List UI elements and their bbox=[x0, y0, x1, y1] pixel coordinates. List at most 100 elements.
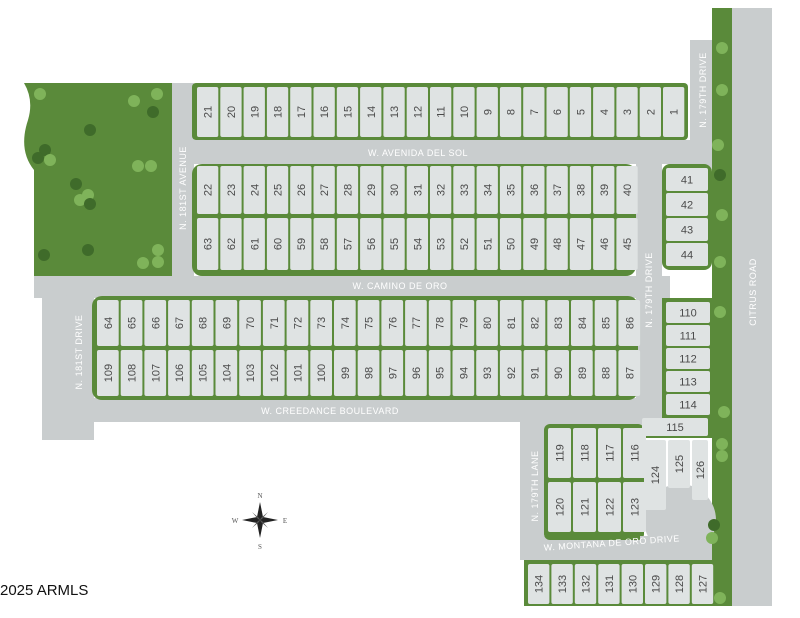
lot-2[interactable]: 2 bbox=[639, 87, 661, 137]
lot-51[interactable]: 51 bbox=[476, 218, 498, 270]
lot-128[interactable]: 128 bbox=[668, 564, 690, 604]
lot-42[interactable]: 42 bbox=[666, 193, 708, 216]
lot-55[interactable]: 55 bbox=[383, 218, 405, 270]
lot-14[interactable]: 14 bbox=[360, 87, 382, 137]
lot-127[interactable]: 127 bbox=[691, 564, 714, 604]
lot-56[interactable]: 56 bbox=[360, 218, 382, 270]
lot-26[interactable]: 26 bbox=[290, 166, 312, 214]
lot-134[interactable]: 134 bbox=[528, 564, 550, 604]
lot-43[interactable]: 43 bbox=[666, 218, 708, 241]
lot-91[interactable]: 91 bbox=[523, 350, 546, 396]
lot-90[interactable]: 90 bbox=[547, 350, 569, 396]
lot-103[interactable]: 103 bbox=[239, 350, 261, 396]
lot-97[interactable]: 97 bbox=[381, 350, 404, 396]
lot-20[interactable]: 20 bbox=[220, 87, 242, 137]
lot-45[interactable]: 45 bbox=[616, 218, 638, 270]
lot-93[interactable]: 93 bbox=[476, 350, 498, 396]
lot-16[interactable]: 16 bbox=[313, 87, 335, 137]
lot-119[interactable]: 119 bbox=[548, 428, 571, 478]
lot-80[interactable]: 80 bbox=[476, 300, 498, 346]
lot-44[interactable]: 44 bbox=[666, 243, 708, 266]
lot-24[interactable]: 24 bbox=[243, 166, 265, 214]
lot-122[interactable]: 122 bbox=[598, 482, 621, 532]
lot-10[interactable]: 10 bbox=[453, 87, 475, 137]
lot-94[interactable]: 94 bbox=[452, 350, 475, 396]
lot-27[interactable]: 27 bbox=[313, 166, 335, 214]
lot-123[interactable]: 123 bbox=[623, 482, 646, 532]
lot-29[interactable]: 29 bbox=[360, 166, 382, 214]
lot-88[interactable]: 88 bbox=[594, 350, 617, 396]
lot-31[interactable]: 31 bbox=[406, 166, 428, 214]
lot-28[interactable]: 28 bbox=[336, 166, 359, 214]
lot-104[interactable]: 104 bbox=[215, 350, 238, 396]
lot-69[interactable]: 69 bbox=[215, 300, 238, 346]
lot-107[interactable]: 107 bbox=[144, 350, 167, 396]
lot-4[interactable]: 4 bbox=[593, 87, 615, 137]
lot-84[interactable]: 84 bbox=[571, 300, 593, 346]
lot-67[interactable]: 67 bbox=[168, 300, 190, 346]
lot-33[interactable]: 33 bbox=[453, 166, 475, 214]
lot-105[interactable]: 105 bbox=[191, 350, 214, 396]
lot-131[interactable]: 131 bbox=[598, 564, 620, 604]
lot-64[interactable]: 64 bbox=[97, 300, 119, 346]
lot-22[interactable]: 22 bbox=[197, 166, 219, 214]
lot-102[interactable]: 102 bbox=[262, 350, 285, 396]
lot-79[interactable]: 79 bbox=[452, 300, 475, 346]
lot-87[interactable]: 87 bbox=[618, 350, 641, 396]
lot-77[interactable]: 77 bbox=[405, 300, 427, 346]
lot-38[interactable]: 38 bbox=[569, 166, 592, 214]
lot-126[interactable]: 126 bbox=[692, 440, 708, 500]
lot-74[interactable]: 74 bbox=[334, 300, 356, 346]
lot-52[interactable]: 52 bbox=[453, 218, 475, 270]
lot-106[interactable]: 106 bbox=[168, 350, 190, 396]
lot-89[interactable]: 89 bbox=[571, 350, 593, 396]
lot-37[interactable]: 37 bbox=[546, 166, 568, 214]
lot-78[interactable]: 78 bbox=[428, 300, 451, 346]
lot-54[interactable]: 54 bbox=[406, 218, 428, 270]
lot-66[interactable]: 66 bbox=[144, 300, 167, 346]
lot-46[interactable]: 46 bbox=[593, 218, 615, 270]
lot-110[interactable]: 110 bbox=[666, 302, 710, 323]
lot-23[interactable]: 23 bbox=[220, 166, 242, 214]
lot-3[interactable]: 3 bbox=[616, 87, 638, 137]
lot-71[interactable]: 71 bbox=[262, 300, 285, 346]
lot-132[interactable]: 132 bbox=[574, 564, 597, 604]
lot-100[interactable]: 100 bbox=[310, 350, 332, 396]
lot-50[interactable]: 50 bbox=[499, 218, 522, 270]
lot-81[interactable]: 81 bbox=[499, 300, 522, 346]
lot-109[interactable]: 109 bbox=[97, 350, 119, 396]
lot-58[interactable]: 58 bbox=[313, 218, 335, 270]
lot-1[interactable]: 1 bbox=[663, 87, 685, 137]
lot-48[interactable]: 48 bbox=[546, 218, 568, 270]
lot-12[interactable]: 12 bbox=[406, 87, 428, 137]
lot-133[interactable]: 133 bbox=[551, 564, 573, 604]
lot-6[interactable]: 6 bbox=[546, 87, 568, 137]
lot-25[interactable]: 25 bbox=[266, 166, 289, 214]
lot-32[interactable]: 32 bbox=[430, 166, 452, 214]
lot-114[interactable]: 114 bbox=[666, 394, 710, 415]
lot-98[interactable]: 98 bbox=[357, 350, 380, 396]
lot-9[interactable]: 9 bbox=[476, 87, 498, 137]
lot-113[interactable]: 113 bbox=[666, 371, 710, 392]
lot-130[interactable]: 130 bbox=[621, 564, 643, 604]
lot-129[interactable]: 129 bbox=[645, 564, 667, 604]
lot-86[interactable]: 86 bbox=[618, 300, 641, 346]
lot-49[interactable]: 49 bbox=[523, 218, 545, 270]
lot-61[interactable]: 61 bbox=[243, 218, 265, 270]
lot-99[interactable]: 99 bbox=[334, 350, 356, 396]
lot-53[interactable]: 53 bbox=[430, 218, 452, 270]
lot-5[interactable]: 5 bbox=[569, 87, 592, 137]
lot-65[interactable]: 65 bbox=[120, 300, 143, 346]
lot-120[interactable]: 120 bbox=[548, 482, 571, 532]
lot-21[interactable]: 21 bbox=[197, 87, 219, 137]
lot-112[interactable]: 112 bbox=[666, 348, 710, 369]
lot-108[interactable]: 108 bbox=[120, 350, 143, 396]
lot-41[interactable]: 41 bbox=[666, 168, 708, 191]
lot-124[interactable]: 124 bbox=[644, 440, 666, 510]
lot-47[interactable]: 47 bbox=[569, 218, 592, 270]
lot-34[interactable]: 34 bbox=[476, 166, 498, 214]
lot-72[interactable]: 72 bbox=[286, 300, 309, 346]
lot-101[interactable]: 101 bbox=[286, 350, 309, 396]
lot-63[interactable]: 63 bbox=[197, 218, 219, 270]
lot-7[interactable]: 7 bbox=[523, 87, 545, 137]
